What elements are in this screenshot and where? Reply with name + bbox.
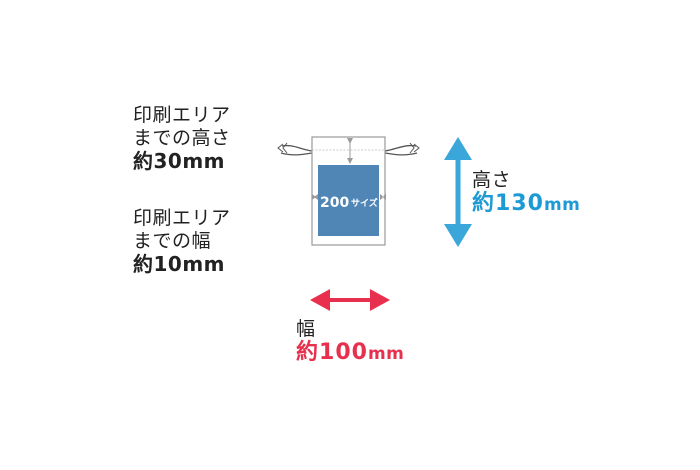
bag-height-title: 高さ bbox=[472, 169, 512, 191]
bag-height-prefix: 約 bbox=[472, 191, 496, 216]
drawstring-left bbox=[277, 142, 313, 156]
print-height-note-line1: 印刷エリア bbox=[133, 104, 231, 126]
bag-height-value: 130 bbox=[495, 191, 544, 216]
print-height-note-line2: までの高さ bbox=[133, 127, 231, 149]
print-width-note-prefix: 約 bbox=[133, 252, 154, 276]
print-height-note-prefix: 約 bbox=[133, 149, 154, 173]
bag-width-value: 100 bbox=[319, 340, 368, 365]
bag-width-label: 幅 約100mm bbox=[296, 318, 404, 366]
bag-width-prefix: 約 bbox=[296, 340, 320, 365]
print-width-note-value-row: 約10mm bbox=[133, 253, 231, 277]
drawstring-right bbox=[384, 142, 420, 156]
print-height-note-value: 30mm bbox=[153, 149, 226, 173]
bag-height-value-row: 約130mm bbox=[472, 192, 580, 217]
bag-width-arrow bbox=[310, 289, 390, 311]
print-area-size-suffix: サイズ bbox=[351, 197, 378, 209]
print-area bbox=[318, 165, 379, 236]
bag-height-arrow bbox=[444, 137, 472, 247]
print-width-note-value: 10mm bbox=[153, 252, 226, 276]
print-area-size-number: 200 bbox=[320, 195, 349, 211]
bag-width-value-row: 約100mm bbox=[296, 341, 404, 366]
print-width-note-line2: までの幅 bbox=[133, 230, 212, 252]
print-height-note: 印刷エリア までの高さ 約30mm bbox=[133, 104, 231, 174]
print-right-offset-arrowheads bbox=[380, 194, 386, 200]
bag-width-title: 幅 bbox=[296, 318, 316, 340]
print-width-note: 印刷エリア までの幅 約10mm bbox=[133, 207, 231, 277]
bag-height-unit: mm bbox=[543, 195, 581, 215]
print-height-note-value-row: 約30mm bbox=[133, 150, 231, 174]
print-left-offset-arrowheads bbox=[312, 194, 318, 200]
bag-width-unit: mm bbox=[367, 344, 405, 364]
print-width-note-line1: 印刷エリア bbox=[133, 207, 231, 229]
bag-height-label: 高さ 約130mm bbox=[472, 169, 580, 217]
